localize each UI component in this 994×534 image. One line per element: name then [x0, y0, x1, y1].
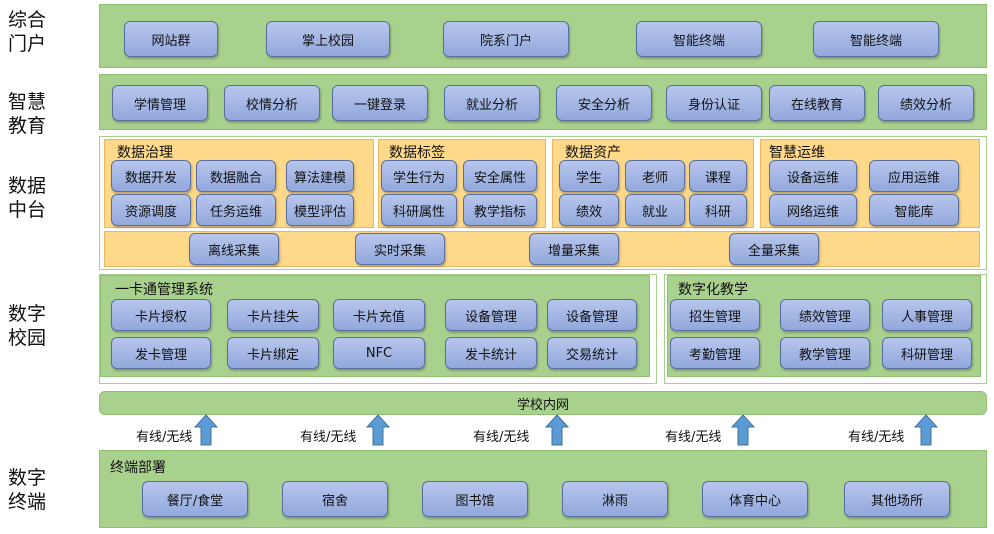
digital-teaching-item[interactable]: 考勤管理 [670, 337, 760, 369]
wire-label: 有线/无线 [300, 430, 357, 445]
terminal-item[interactable]: 图书馆 [422, 481, 528, 517]
assets-title: 数据资产 [565, 145, 621, 161]
collect-item[interactable]: 实时采集 [355, 233, 445, 265]
digital-teaching-band: 数字化教学 招生管理 绩效管理 人事管理 考勤管理 教学管理 科研管理 [667, 275, 981, 377]
portal-item[interactable]: 掌上校园 [266, 21, 390, 57]
collect-item[interactable]: 全量采集 [729, 233, 819, 265]
edu-item[interactable]: 绩效分析 [878, 85, 974, 121]
assets-item[interactable]: 科研 [689, 194, 747, 226]
governance-item[interactable]: 数据开发 [111, 160, 191, 192]
card-system-item[interactable]: 卡片授权 [111, 299, 211, 331]
intranet-bar: 学校内网 [99, 391, 987, 415]
tags-item[interactable]: 教学指标 [463, 194, 537, 226]
layer-label-data: 数据 中台 [8, 175, 47, 221]
card-system-item[interactable]: 设备管理 [547, 299, 637, 331]
assets-panel: 数据资产 学生 老师 课程 绩效 就业 科研 [552, 139, 754, 228]
up-arrow-icon [545, 414, 569, 446]
up-arrow-icon [194, 414, 218, 446]
governance-panel: 数据治理 数据开发 数据融合 算法建模 资源调度 任务运维 模型评估 [104, 139, 374, 228]
ops-panel: 智慧运维 设备运维 应用运维 网络运维 智能库 [760, 139, 980, 228]
ops-item[interactable]: 设备运维 [769, 160, 857, 192]
card-system-item[interactable]: 发卡统计 [445, 337, 537, 369]
digital-teaching-item[interactable]: 教学管理 [780, 337, 870, 369]
edu-item[interactable]: 就业分析 [444, 85, 540, 121]
terminal-item[interactable]: 其他场所 [844, 481, 950, 517]
up-arrow-icon [366, 414, 390, 446]
governance-item[interactable]: 算法建模 [286, 160, 354, 192]
wire-label: 有线/无线 [848, 430, 905, 445]
edu-item[interactable]: 在线教育 [769, 85, 865, 121]
portal-band: 网站群 掌上校园 院系门户 智能终端 智能终端 [99, 4, 987, 68]
up-arrow-icon [731, 414, 755, 446]
portal-item[interactable]: 智能终端 [813, 21, 939, 57]
wire-label: 有线/无线 [473, 430, 530, 445]
tags-item[interactable]: 学生行为 [381, 160, 457, 192]
edu-item[interactable]: 身份认证 [666, 85, 762, 121]
card-system-item[interactable]: 设备管理 [445, 299, 537, 331]
tags-item[interactable]: 科研属性 [381, 194, 457, 226]
layer-label-edu: 智慧 教育 [8, 91, 47, 137]
portal-item[interactable]: 院系门户 [443, 21, 569, 57]
layer-label-terminal: 数字 终端 [8, 467, 47, 513]
card-system-item[interactable]: NFC [333, 337, 425, 369]
assets-item[interactable]: 课程 [689, 160, 747, 192]
wire-label: 有线/无线 [665, 430, 722, 445]
assets-item[interactable]: 绩效 [559, 194, 619, 226]
collect-item[interactable]: 离线采集 [189, 233, 279, 265]
ops-item[interactable]: 网络运维 [769, 194, 857, 226]
card-system-item[interactable]: 卡片充值 [333, 299, 425, 331]
assets-item[interactable]: 学生 [559, 160, 619, 192]
tags-panel: 数据标签 学生行为 安全属性 科研属性 教学指标 [378, 139, 546, 228]
collect-item[interactable]: 增量采集 [529, 233, 619, 265]
terminal-band: 终端部署 餐厅/食堂 宿舍 图书馆 淋雨 体育中心 其他场所 [99, 450, 987, 528]
card-system-item[interactable]: 交易统计 [547, 337, 637, 369]
edu-item[interactable]: 一键登录 [332, 85, 428, 121]
governance-item[interactable]: 数据融合 [196, 160, 276, 192]
governance-title: 数据治理 [117, 145, 173, 161]
ops-title: 智慧运维 [769, 145, 825, 161]
portal-item[interactable]: 网站群 [124, 21, 218, 57]
layer-label-portal: 综合 门户 [8, 9, 47, 55]
terminal-item[interactable]: 宿舍 [282, 481, 388, 517]
terminal-item[interactable]: 餐厅/食堂 [142, 481, 248, 517]
assets-item[interactable]: 老师 [625, 160, 685, 192]
layer-label-campus: 数字 校园 [8, 303, 47, 349]
terminal-item[interactable]: 淋雨 [562, 481, 668, 517]
governance-item[interactable]: 模型评估 [286, 194, 354, 226]
card-system-item[interactable]: 卡片挂失 [227, 299, 319, 331]
terminal-item[interactable]: 体育中心 [702, 481, 808, 517]
collect-row: 离线采集 实时采集 增量采集 全量采集 [104, 231, 980, 267]
digital-teaching-item[interactable]: 招生管理 [670, 299, 760, 331]
card-system-title: 一卡通管理系统 [115, 282, 213, 298]
up-arrow-icon [914, 414, 938, 446]
edu-band: 学情管理 校情分析 一键登录 就业分析 安全分析 身份认证 在线教育 绩效分析 [99, 74, 987, 130]
card-system-item[interactable]: 卡片绑定 [227, 337, 319, 369]
card-system-item[interactable]: 发卡管理 [111, 337, 211, 369]
tags-item[interactable]: 安全属性 [463, 160, 537, 192]
edu-item[interactable]: 安全分析 [556, 85, 652, 121]
terminal-title: 终端部署 [110, 460, 166, 476]
digital-teaching-item[interactable]: 科研管理 [882, 337, 972, 369]
assets-item[interactable]: 就业 [625, 194, 685, 226]
ops-item[interactable]: 应用运维 [869, 160, 959, 192]
digital-teaching-item[interactable]: 绩效管理 [780, 299, 870, 331]
tags-title: 数据标签 [389, 145, 445, 161]
portal-item[interactable]: 智能终端 [636, 21, 762, 57]
digital-teaching-item[interactable]: 人事管理 [882, 299, 972, 331]
card-system-band: 一卡通管理系统 卡片授权 卡片挂失 卡片充值 设备管理 设备管理 发卡管理 卡片… [100, 275, 650, 377]
wire-label: 有线/无线 [136, 430, 193, 445]
edu-item[interactable]: 校情分析 [224, 85, 320, 121]
governance-item[interactable]: 资源调度 [111, 194, 191, 226]
digital-teaching-title: 数字化教学 [678, 282, 748, 298]
governance-item[interactable]: 任务运维 [196, 194, 276, 226]
edu-item[interactable]: 学情管理 [112, 85, 208, 121]
ops-item[interactable]: 智能库 [869, 194, 959, 226]
